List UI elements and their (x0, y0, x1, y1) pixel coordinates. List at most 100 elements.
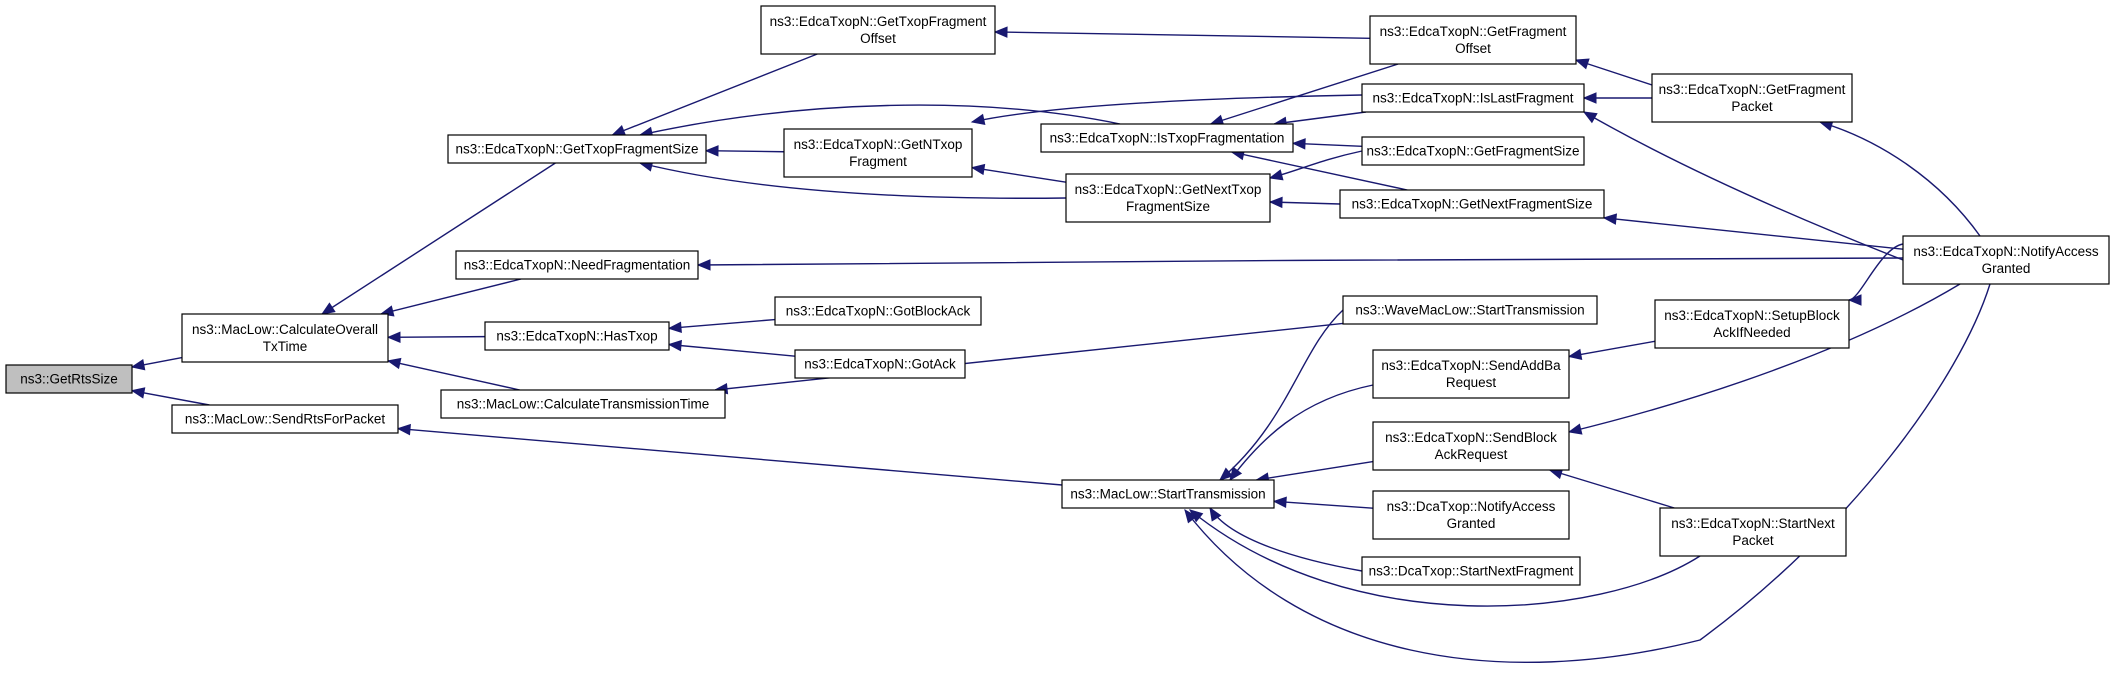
node-label: ns3::EdcaTxopN::GetTxopFragmentSize (455, 142, 698, 157)
edge-line (380, 278, 522, 315)
node-box[interactable] (181, 313, 389, 363)
edge-line (321, 162, 556, 315)
graph-node-n15[interactable]: ns3::EdcaTxopN::IsLastFragment (1361, 83, 1585, 113)
node-box[interactable] (783, 128, 973, 178)
node-box[interactable] (484, 321, 670, 351)
node-box[interactable] (440, 389, 726, 419)
edge-n4-n1 (379, 278, 522, 317)
edge-n26-n4 (696, 257, 1904, 271)
node-label: Offset (860, 31, 896, 46)
node-box[interactable] (1372, 490, 1570, 540)
edge-n2-n0 (130, 387, 210, 406)
node-label: ns3::EdcaTxopN::GotAck (804, 357, 956, 372)
edge-n3-n1 (320, 162, 556, 315)
graph-node-n10[interactable]: ns3::EdcaTxopN::GotAck (794, 349, 966, 379)
edge-line (1273, 500, 1374, 509)
edge-n23-n15 (1582, 92, 1652, 104)
edge-n26-n23 (1818, 120, 1981, 237)
node-box[interactable] (1061, 479, 1275, 509)
graph-node-n11[interactable]: ns3::EdcaTxopN::IsTxopFragmentation (1040, 123, 1294, 153)
graph-node-n3[interactable]: ns3::EdcaTxopN::GetTxopFragmentSize (447, 134, 707, 164)
node-box[interactable] (455, 250, 699, 280)
graph-node-n6[interactable]: ns3::MacLow::CalculateTransmissionTime (440, 389, 726, 419)
node-label: ns3::EdcaTxopN::SendAddBa (1381, 358, 1561, 373)
node-label: ns3::EdcaTxopN::NeedFragmentation (464, 258, 691, 273)
node-box[interactable] (1361, 136, 1585, 166)
node-box[interactable] (1342, 295, 1598, 325)
edge-line (1256, 460, 1374, 481)
edge-n8-n3 (704, 145, 785, 157)
node-box[interactable] (1040, 123, 1294, 153)
arrowhead (667, 321, 682, 334)
node-box[interactable] (1654, 299, 1850, 349)
edge-line (1274, 111, 1366, 125)
arrowhead (1268, 196, 1283, 209)
node-label: ns3::EdcaTxopN::GetTxopFragment (770, 14, 987, 29)
graph-node-n13[interactable]: ns3::MacLow::StartTransmission (1061, 479, 1275, 509)
graph-node-n4[interactable]: ns3::EdcaTxopN::NeedFragmentation (455, 250, 699, 280)
node-box[interactable] (1651, 73, 1853, 123)
node-box[interactable] (171, 404, 399, 434)
edge-line (1209, 507, 1363, 572)
arrowhead (386, 357, 402, 370)
graph-node-n0[interactable]: ns3::GetRtsSize (5, 364, 133, 394)
edge-n7-n3 (611, 53, 818, 136)
node-box[interactable] (1659, 507, 1847, 557)
graph-node-n17[interactable]: ns3::EdcaTxopN::GetNextFragmentSize (1339, 189, 1605, 219)
node-box[interactable] (447, 134, 707, 164)
graph-node-n22[interactable]: ns3::DcaTxop::StartNextFragment (1361, 556, 1581, 586)
node-box[interactable] (1065, 173, 1271, 223)
edge-n17-n12 (1268, 196, 1341, 209)
node-box[interactable] (774, 296, 982, 326)
node-box[interactable] (1369, 15, 1577, 65)
node-box[interactable] (794, 349, 966, 379)
node-label: Request (1446, 375, 1497, 390)
arrowhead (993, 26, 1008, 38)
graph-edges (130, 26, 1991, 664)
edge-line (387, 360, 520, 391)
edge-line (668, 343, 796, 357)
node-label: ns3::EdcaTxopN::SendBlock (1385, 430, 1557, 445)
edge-line (1603, 217, 1904, 250)
graph-node-n9[interactable]: ns3::EdcaTxopN::GotBlockAck (774, 296, 982, 326)
edge-n10-n5 (667, 339, 796, 357)
edge-line (668, 318, 776, 330)
arrowhead (1268, 169, 1284, 181)
edge-n12-n8 (970, 163, 1067, 183)
graph-node-n18[interactable]: ns3::WaveMacLow::StartTransmission (1342, 295, 1598, 325)
graph-node-n5[interactable]: ns3::EdcaTxopN::HasTxop (484, 321, 670, 351)
node-box[interactable] (1372, 349, 1570, 399)
arrowhead (386, 331, 401, 343)
edge-line (1568, 340, 1656, 358)
node-box[interactable] (760, 5, 996, 55)
graph-node-n2[interactable]: ns3::MacLow::SendRtsForPacket (171, 404, 399, 434)
edge-line (994, 31, 1371, 39)
edge-n24-n19 (1567, 340, 1656, 361)
node-box[interactable] (1372, 421, 1570, 471)
node-box[interactable] (1339, 189, 1605, 219)
node-box[interactable] (1361, 556, 1581, 586)
graph-node-n16[interactable]: ns3::EdcaTxopN::GetFragmentSize (1361, 136, 1585, 166)
node-label: ns3::EdcaTxopN::GetFragmentSize (1366, 144, 1579, 159)
edge-n19-n13 (1229, 384, 1374, 482)
arrowhead (1602, 213, 1618, 225)
node-box[interactable] (1361, 83, 1585, 113)
edge-n1-n0 (130, 356, 183, 371)
node-label: ns3::MacLow::StartTransmission (1070, 487, 1265, 502)
node-label: ns3::WaveMacLow::StartTransmission (1355, 303, 1584, 318)
node-box[interactable] (1902, 235, 2110, 285)
node-box[interactable] (5, 364, 133, 394)
